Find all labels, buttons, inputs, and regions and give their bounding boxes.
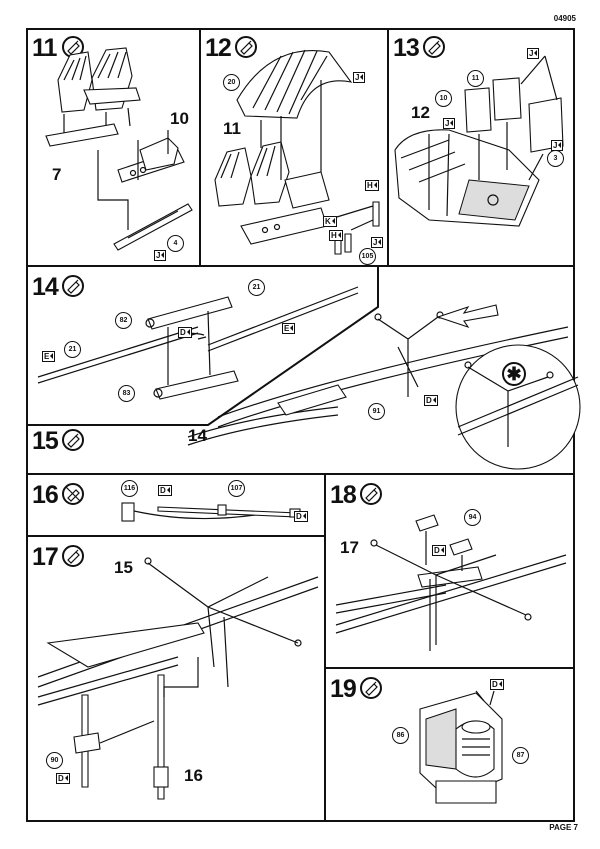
part-callout: 20: [223, 74, 240, 91]
glue-tube-icon: [62, 275, 84, 297]
step-16-panel: 16 116 D 107 D: [26, 473, 326, 537]
step-14-15-panel: 14 15 21 82 D E E 21 83 91 D 14 ✱: [26, 265, 581, 475]
color-code: E: [42, 351, 56, 362]
assembly-label: 11: [223, 119, 241, 138]
assembly-label: 7: [52, 165, 62, 184]
step-19-panel: 19 D 86 87: [324, 667, 575, 822]
step-number: 18: [330, 481, 357, 509]
color-code: H: [329, 230, 343, 241]
step-divider: [28, 267, 379, 426]
step-11-panel: 11 10 7 4 J: [26, 28, 201, 267]
step-number: 17: [32, 543, 59, 571]
step-11-illustration: [45, 47, 193, 251]
step-number: 11: [32, 34, 57, 62]
part-callout: 105: [359, 248, 376, 265]
part-callout: 83: [118, 385, 135, 402]
color-code: D: [178, 327, 192, 338]
part-callout: 94: [464, 509, 481, 526]
glue-tube-icon: [62, 545, 84, 567]
part-callout: 107: [228, 480, 245, 497]
step-16-illustration: [121, 502, 301, 522]
glue-tube-icon: [235, 36, 257, 58]
color-code: D: [432, 545, 446, 556]
part-callout: 116: [121, 480, 138, 497]
color-code: D: [56, 773, 70, 784]
part-callout: 90: [46, 752, 63, 769]
glue-tube-icon: [423, 36, 445, 58]
assembly-label: 14: [188, 426, 207, 445]
part-callout: 3: [547, 150, 564, 167]
color-code: D: [158, 485, 172, 496]
part-callout: 21: [248, 279, 265, 296]
part-callout: 82: [115, 312, 132, 329]
part-callout: 91: [368, 403, 385, 420]
kit-number: 04905: [553, 14, 576, 23]
glue-tube-icon: [360, 677, 382, 699]
step-12-panel: 12 20 J 11 H K H J 105: [199, 28, 389, 267]
part-callout: 86: [392, 727, 409, 744]
assembly-label: 15: [114, 558, 133, 577]
step-18-panel: 18 94 D 17: [324, 473, 575, 669]
page-label: PAGE 7: [549, 823, 578, 832]
glue-tube-icon: [62, 429, 84, 451]
color-code: H: [365, 180, 379, 191]
color-code: J: [527, 48, 540, 59]
part-callout: 11: [467, 70, 484, 87]
step-number: 16: [32, 481, 59, 509]
color-code: D: [424, 395, 438, 406]
assembly-label: 12: [411, 103, 430, 122]
color-code: J: [154, 250, 167, 261]
part-callout: 21: [64, 341, 81, 358]
step-number: 19: [330, 675, 357, 703]
step-number: 14: [32, 273, 59, 301]
step-17-panel: 17 15 90 D 16: [26, 535, 326, 822]
step-number: 12: [205, 34, 232, 62]
glue-tube-icon: [360, 483, 382, 505]
assembly-label: 10: [170, 109, 189, 128]
step-13-illustration: [394, 55, 564, 227]
no-glue-icon: [62, 483, 84, 505]
color-code: J: [371, 237, 384, 248]
part-callout: 87: [512, 747, 529, 764]
part-callout: 10: [435, 90, 452, 107]
color-code: J: [443, 118, 456, 129]
step-number: 15: [32, 427, 59, 455]
step-number: 13: [393, 34, 420, 62]
step-13-panel: 13 J 11 10 J J 3 12: [387, 28, 575, 267]
color-code: D: [294, 511, 308, 522]
color-code: D: [490, 679, 504, 690]
step-19-illustration: [419, 690, 503, 804]
color-code: K: [323, 216, 337, 227]
step-17-illustration: [37, 557, 319, 800]
color-code: J: [353, 72, 366, 83]
assembly-label: 16: [184, 766, 203, 785]
step-12-illustration: [214, 49, 380, 255]
asterisk-icon: ✱: [502, 362, 526, 386]
step-18-illustration: [335, 514, 567, 651]
assembly-label: 17: [340, 538, 359, 557]
step-14-illustration: [37, 286, 581, 470]
color-code: E: [282, 323, 296, 334]
part-callout: 4: [167, 235, 184, 252]
